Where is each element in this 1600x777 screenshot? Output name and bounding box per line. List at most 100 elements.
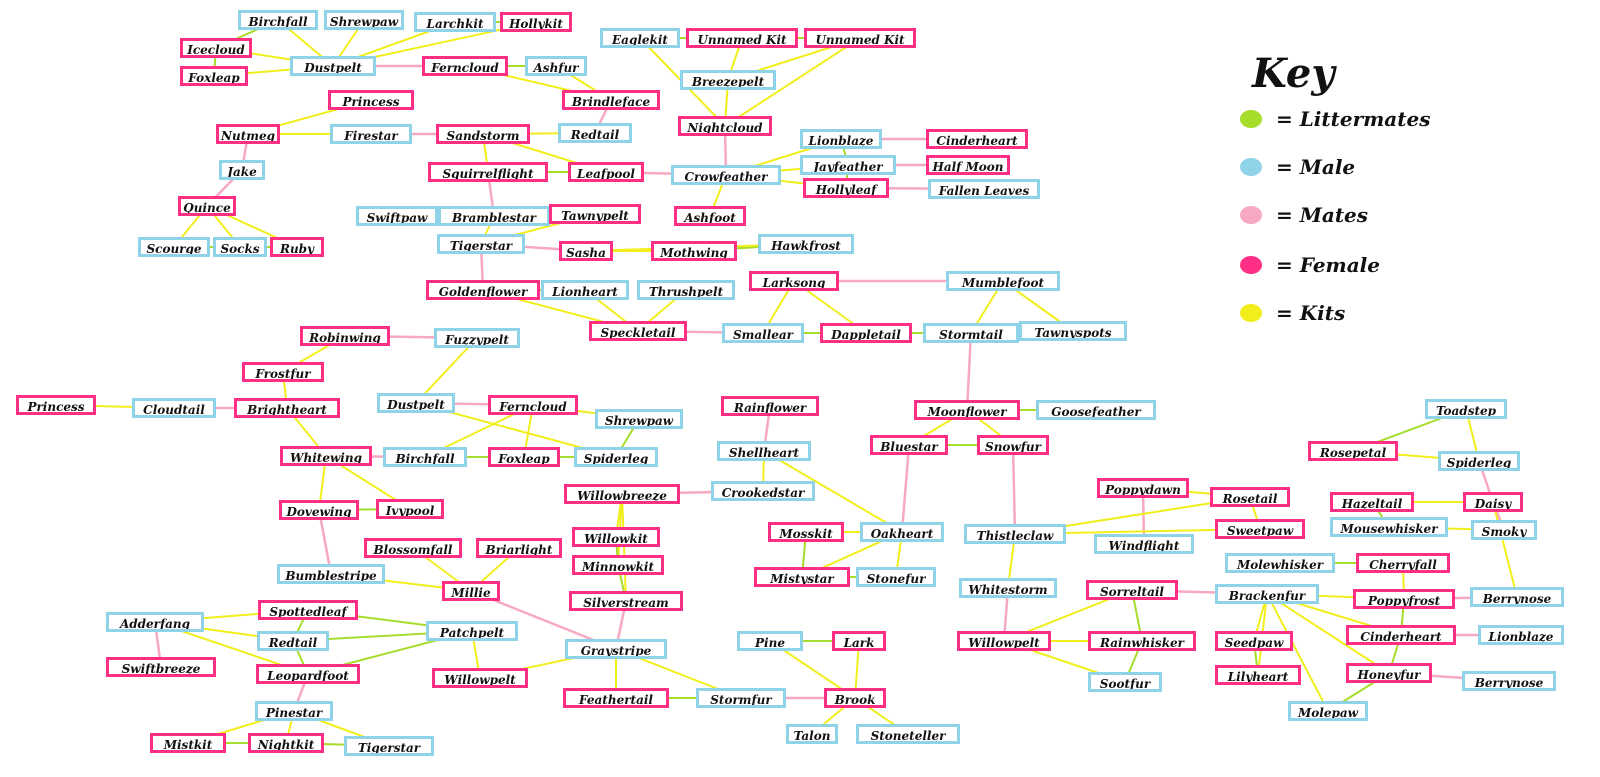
- cat-node-sweetpaw: Sweetpaw: [1215, 519, 1305, 539]
- cat-node-moonflower: Moonflower: [914, 400, 1020, 420]
- cat-node-sasha: Sasha: [559, 241, 613, 261]
- cat-node-crookedstar: Crookedstar: [711, 481, 815, 501]
- cat-node-poppyfrost: Poppyfrost: [1353, 589, 1455, 609]
- cat-node-ruby: Ruby: [270, 237, 324, 257]
- cat-node-briarlight: Briarlight: [476, 538, 562, 558]
- cat-node-larchkit: Larchkit: [414, 12, 496, 32]
- legend-label: = Kits: [1276, 301, 1346, 325]
- cat-node-cinderheart2: Cinderheart: [1346, 625, 1456, 645]
- cat-node-willowpelt1: Willowpelt: [957, 631, 1051, 651]
- cat-node-socks: Socks: [213, 237, 267, 257]
- cat-node-scourge: Scourge: [138, 237, 210, 257]
- cat-node-rosepetal: Rosepetal: [1308, 441, 1398, 461]
- cat-node-jayfeather: Jayfeather: [800, 155, 896, 175]
- cat-node-hollykit: Hollykit: [500, 12, 572, 32]
- link-kits-shellheart-oakheart: [763, 450, 903, 533]
- cat-node-brightheart: Brightheart: [234, 398, 340, 418]
- cat-node-blossomfall: Blossomfall: [364, 538, 462, 558]
- cat-node-robinwing: Robinwing: [300, 326, 390, 346]
- cat-node-thistleclaw: Thistleclaw: [964, 524, 1066, 544]
- cat-node-patchpelt: Patchpelt: [426, 621, 518, 641]
- cat-node-mothwing: Mothwing: [651, 241, 737, 261]
- cat-node-dovewing: Dovewing: [279, 500, 359, 520]
- cat-node-spiderleg1: Spiderleg: [574, 447, 658, 467]
- cat-node-stoneteller: Stoneteller: [856, 724, 960, 744]
- cat-node-tawnyspots: Tawnyspots: [1019, 321, 1127, 341]
- cat-node-minnowkit: Minnowkit: [572, 555, 664, 575]
- cat-node-icecloud: Icecloud: [180, 38, 252, 58]
- cat-node-lark: Lark: [832, 631, 886, 651]
- cat-node-whitewing: Whitewing: [280, 446, 372, 466]
- link-kits-willowbreeze-silverstream: [621, 493, 627, 602]
- cat-node-jake: Jake: [219, 160, 265, 180]
- cat-node-graystripe: Graystripe: [565, 639, 667, 659]
- cat-node-lionblaze2: Lionblaze: [1478, 625, 1564, 645]
- link-kits-unnamedkit2-nightcloud: [724, 37, 861, 127]
- cat-node-leopardfoot: Leopardfoot: [256, 664, 360, 684]
- cat-node-dustpelt1: Dustpelt: [290, 56, 376, 76]
- cat-node-molepaw: Molepaw: [1288, 701, 1368, 721]
- cat-node-smallear: Smallear: [722, 323, 804, 343]
- cat-node-brackenfur: Brackenfur: [1215, 584, 1319, 604]
- legend: Key = Littermates = Male = Mates = Femal…: [1240, 50, 1490, 340]
- link-kits-daisy-berrynose1: [1492, 501, 1518, 598]
- cat-node-rainflower: Rainflower: [721, 396, 819, 416]
- link-mates-bluestar-oakheart: [900, 444, 911, 533]
- cat-node-fallenleaves: Fallen Leaves: [928, 179, 1040, 199]
- female-swatch: [1240, 256, 1262, 274]
- cat-node-princess2: Princess: [16, 395, 96, 415]
- legend-item-male: = Male: [1240, 154, 1490, 184]
- cat-node-spottedleaf: Spottedleaf: [258, 600, 358, 620]
- legend-item-littermates: = Littermates: [1240, 106, 1490, 136]
- cat-node-spiderleg2: Spiderleg: [1438, 451, 1520, 471]
- cat-node-whitestorm: Whitestorm: [959, 578, 1057, 598]
- cat-node-dappletail: Dappletail: [820, 323, 912, 343]
- legend-label: = Mates: [1276, 203, 1369, 227]
- littermates-swatch: [1240, 110, 1262, 128]
- cat-node-feathertail: Feathertail: [563, 688, 669, 708]
- cat-node-unnamedkit2: Unnamed Kit: [804, 28, 916, 48]
- cat-node-squirrelflight: Squirrelflight: [428, 162, 548, 182]
- cat-node-bluestar: Bluestar: [870, 435, 948, 455]
- kits-swatch: [1240, 304, 1262, 322]
- cat-node-daisy: Daisy: [1463, 492, 1523, 512]
- cat-node-cloudtail: Cloudtail: [132, 398, 216, 418]
- legend-label: = Male: [1276, 155, 1356, 179]
- cat-node-swiftbreeze: Swiftbreeze: [106, 657, 216, 677]
- cat-node-mosskit: Mosskit: [768, 522, 844, 542]
- link-kits-fuzzypelt-dustpelt2: [415, 337, 478, 404]
- cat-node-ferncloud1: Ferncloud: [422, 56, 508, 76]
- cat-node-princess1: Princess: [328, 90, 414, 110]
- cat-node-brook: Brook: [824, 688, 886, 708]
- cat-node-honeyfur: Honeyfur: [1346, 663, 1432, 683]
- cat-node-frostfur: Frostfur: [242, 362, 324, 382]
- cat-node-cinderheart1: Cinderheart: [926, 129, 1028, 149]
- legend-item-mates: = Mates: [1240, 202, 1490, 232]
- cat-node-crowfeather: Crowfeather: [671, 165, 781, 185]
- cat-node-sandstorm: Sandstorm: [436, 124, 530, 144]
- cat-node-quince: Quince: [178, 196, 236, 216]
- cat-node-willowbreeze: Willowbreeze: [564, 484, 680, 504]
- link-mates-snowfur-thistleclaw: [1011, 444, 1017, 535]
- cat-node-redtail2: Redtail: [257, 631, 329, 651]
- cat-node-pinestar: Pinestar: [255, 701, 333, 721]
- cat-node-shrewpaw1: Shrewpaw: [324, 10, 404, 30]
- cat-node-goldenflower: Goldenflower: [426, 280, 540, 300]
- male-swatch: [1240, 158, 1262, 176]
- cat-node-snowfur: Snowfur: [977, 435, 1049, 455]
- cat-node-hazeltail: Hazeltail: [1330, 492, 1414, 512]
- legend-label: = Female: [1276, 253, 1380, 277]
- cat-node-goosefeather: Goosefeather: [1036, 400, 1156, 420]
- cat-node-eaglekit: Eaglekit: [600, 28, 680, 48]
- cat-node-speckletail: Speckletail: [589, 321, 687, 341]
- cat-node-cherryfall: Cherryfall: [1356, 553, 1450, 573]
- cat-node-stormtail: Stormtail: [923, 323, 1019, 343]
- cat-node-nightcloud: Nightcloud: [678, 116, 772, 136]
- cat-node-unnamedkit1: Unnamed Kit: [686, 28, 798, 48]
- cat-node-oakheart: Oakheart: [860, 522, 944, 542]
- cat-node-lionheart: Lionheart: [541, 280, 629, 300]
- cat-node-rainwhisker: Rainwhisker: [1088, 631, 1196, 651]
- cat-node-toadstep: Toadstep: [1425, 399, 1507, 419]
- cat-node-ferncloud2: Ferncloud: [488, 395, 578, 415]
- cat-node-dustpelt2: Dustpelt: [377, 393, 455, 413]
